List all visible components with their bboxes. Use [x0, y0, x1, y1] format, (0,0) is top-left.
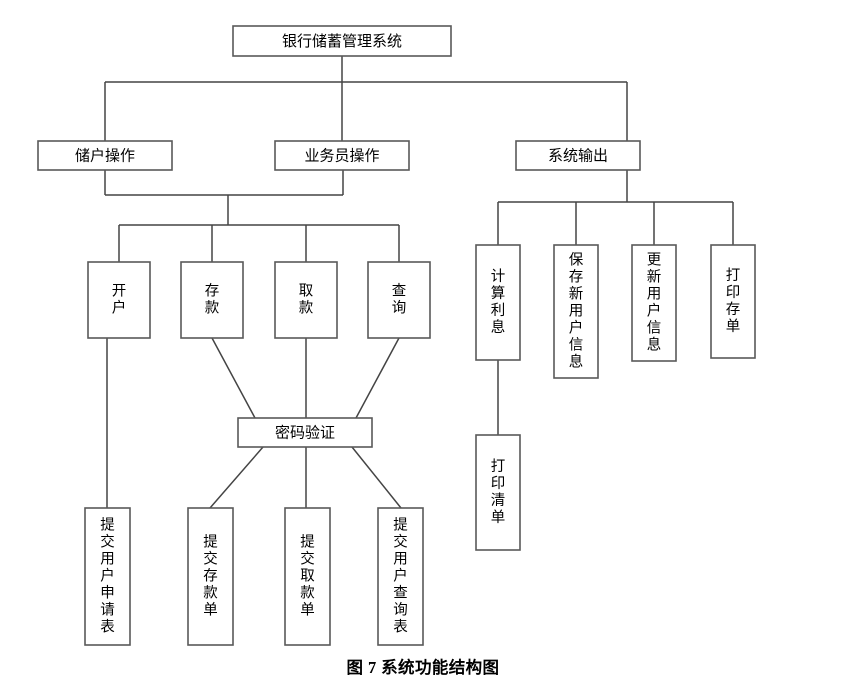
- connector-pwdcheck-to-subquery: [351, 446, 402, 509]
- node-subquery[interactable]: 提交用户查询表: [377, 507, 424, 646]
- node-label-updateuser: 更新用户信息: [647, 252, 662, 353]
- node-box-openacct: [87, 261, 151, 339]
- node-subdeposit[interactable]: 提交存款单: [187, 507, 234, 646]
- node-label-openacct: 开户: [112, 283, 127, 316]
- node-box-subapply: [84, 507, 131, 646]
- node-label-subquery: 提交用户查询表: [393, 516, 408, 635]
- node-label-printslip: 打印存单: [726, 267, 741, 335]
- node-label-saveuser: 保存新用户信息: [569, 251, 584, 370]
- node-label-root: 银行储蓄管理系统: [282, 33, 402, 50]
- node-label-subdeposit: 提交存款单: [203, 533, 218, 618]
- node-interest[interactable]: 计算利息: [475, 244, 521, 361]
- connector-query-to-pwdcheck: [355, 337, 400, 419]
- node-printslip[interactable]: 打印存单: [710, 244, 756, 359]
- connector-layer: [104, 56, 734, 509]
- node-openacct[interactable]: 开户: [87, 261, 151, 339]
- connector-deposit-to-pwdcheck: [211, 337, 256, 419]
- node-box-subdeposit: [187, 507, 234, 646]
- node-box-updateuser: [631, 244, 677, 362]
- node-label-subwithdraw: 提交取款单: [300, 533, 315, 618]
- node-label-printlist: 打印清单: [491, 458, 506, 526]
- node-deposit[interactable]: 存款: [180, 261, 244, 339]
- node-box-interest: [475, 244, 521, 361]
- node-saveuser[interactable]: 保存新用户信息: [553, 244, 599, 379]
- node-box-withdraw: [274, 261, 338, 339]
- node-depositor[interactable]: 储户操作: [37, 140, 173, 171]
- node-label-sysout: 系统输出: [548, 147, 608, 164]
- node-root[interactable]: 银行储蓄管理系统: [232, 25, 452, 57]
- figure-caption: 图 7 系统功能结构图: [346, 658, 500, 677]
- node-label-pwdcheck: 密码验证: [275, 424, 335, 441]
- node-box-printlist: [475, 434, 521, 551]
- node-label-clerk: 业务员操作: [304, 147, 379, 164]
- node-withdraw[interactable]: 取款: [274, 261, 338, 339]
- node-subwithdraw[interactable]: 提交取款单: [284, 507, 331, 646]
- node-box-subwithdraw: [284, 507, 331, 646]
- node-label-deposit: 存款: [205, 282, 220, 316]
- node-box-clerk: [274, 140, 410, 171]
- node-box-query: [367, 261, 431, 339]
- node-sysout[interactable]: 系统输出: [515, 140, 641, 171]
- node-box-depositor: [37, 140, 173, 171]
- node-printlist[interactable]: 打印清单: [475, 434, 521, 551]
- node-label-withdraw: 取款: [299, 283, 314, 316]
- node-updateuser[interactable]: 更新用户信息: [631, 244, 677, 362]
- node-box-saveuser: [553, 244, 599, 379]
- node-box-deposit: [180, 261, 244, 339]
- node-clerk[interactable]: 业务员操作: [274, 140, 410, 171]
- node-box-pwdcheck: [237, 417, 373, 448]
- node-query[interactable]: 查询: [367, 261, 431, 339]
- node-box-printslip: [710, 244, 756, 359]
- node-subapply[interactable]: 提交用户申请表: [84, 507, 131, 646]
- connector-pwdcheck-to-subdeposit: [209, 446, 264, 509]
- node-pwdcheck[interactable]: 密码验证: [237, 417, 373, 448]
- node-label-depositor: 储户操作: [75, 147, 135, 164]
- node-box-root: [232, 25, 452, 57]
- node-box-sysout: [515, 140, 641, 171]
- node-box-subquery: [377, 507, 424, 646]
- node-label-subapply: 提交用户申请表: [100, 516, 115, 635]
- node-label-interest: 计算利息: [491, 268, 506, 336]
- node-label-query: 查询: [392, 282, 407, 316]
